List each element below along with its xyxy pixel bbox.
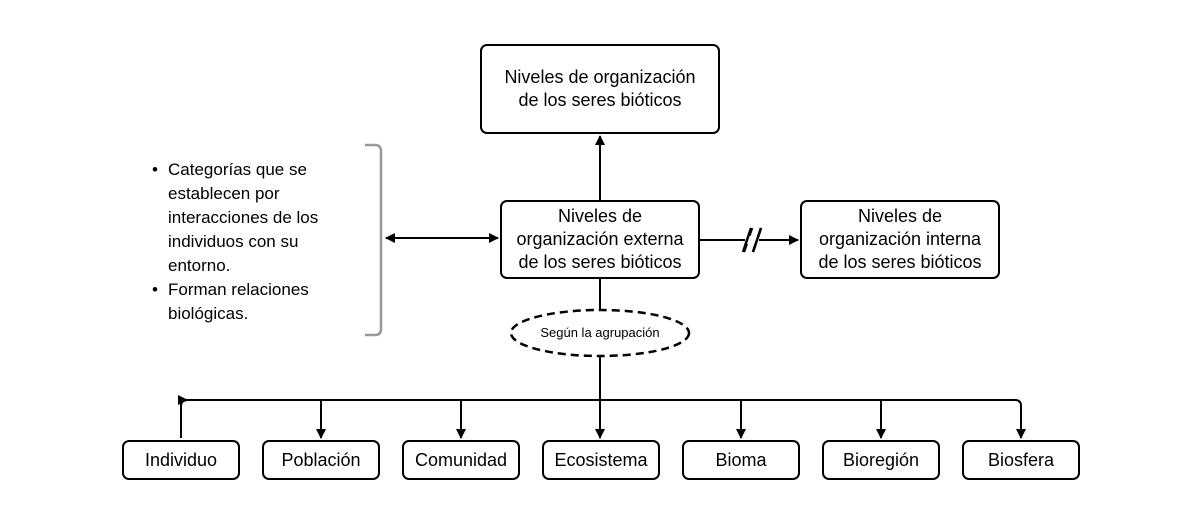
criterion-ellipse: [509, 308, 691, 358]
internal-node: Niveles de organización interna de los s…: [800, 200, 1000, 279]
note-item: Forman relaciones biológicas.: [152, 278, 362, 326]
external-node: Niveles de organización externa de los s…: [500, 200, 700, 279]
root-line2: de los seres bióticos: [518, 90, 682, 110]
root-node: Niveles de organización de los seres bió…: [480, 44, 720, 134]
level-poblacion: Población: [262, 440, 380, 480]
level-bioregion: Bioregión: [822, 440, 940, 480]
notes-list: Categorías que se establecen por interac…: [152, 158, 362, 326]
internal-line3: de los seres bióticos: [818, 252, 982, 272]
root-line1: Niveles de organización: [504, 67, 696, 87]
criterion-label: Según la agrupación: [540, 325, 660, 340]
level-bioma: Bioma: [682, 440, 800, 480]
level-comunidad: Comunidad: [402, 440, 520, 480]
break-icon-strokes: [741, 227, 763, 253]
note-item: Categorías que se establecen por interac…: [152, 158, 362, 278]
level-biosfera: Biosfera: [962, 440, 1080, 480]
level-individuo: Individuo: [122, 440, 240, 480]
external-line2: organización externa: [516, 229, 684, 249]
external-line1: Niveles de: [557, 206, 643, 226]
external-line3: de los seres bióticos: [518, 252, 682, 272]
internal-line1: Niveles de: [857, 206, 943, 226]
level-ecosistema: Ecosistema: [542, 440, 660, 480]
notes-bracket: [365, 143, 383, 337]
internal-line2: organización interna: [818, 229, 982, 249]
